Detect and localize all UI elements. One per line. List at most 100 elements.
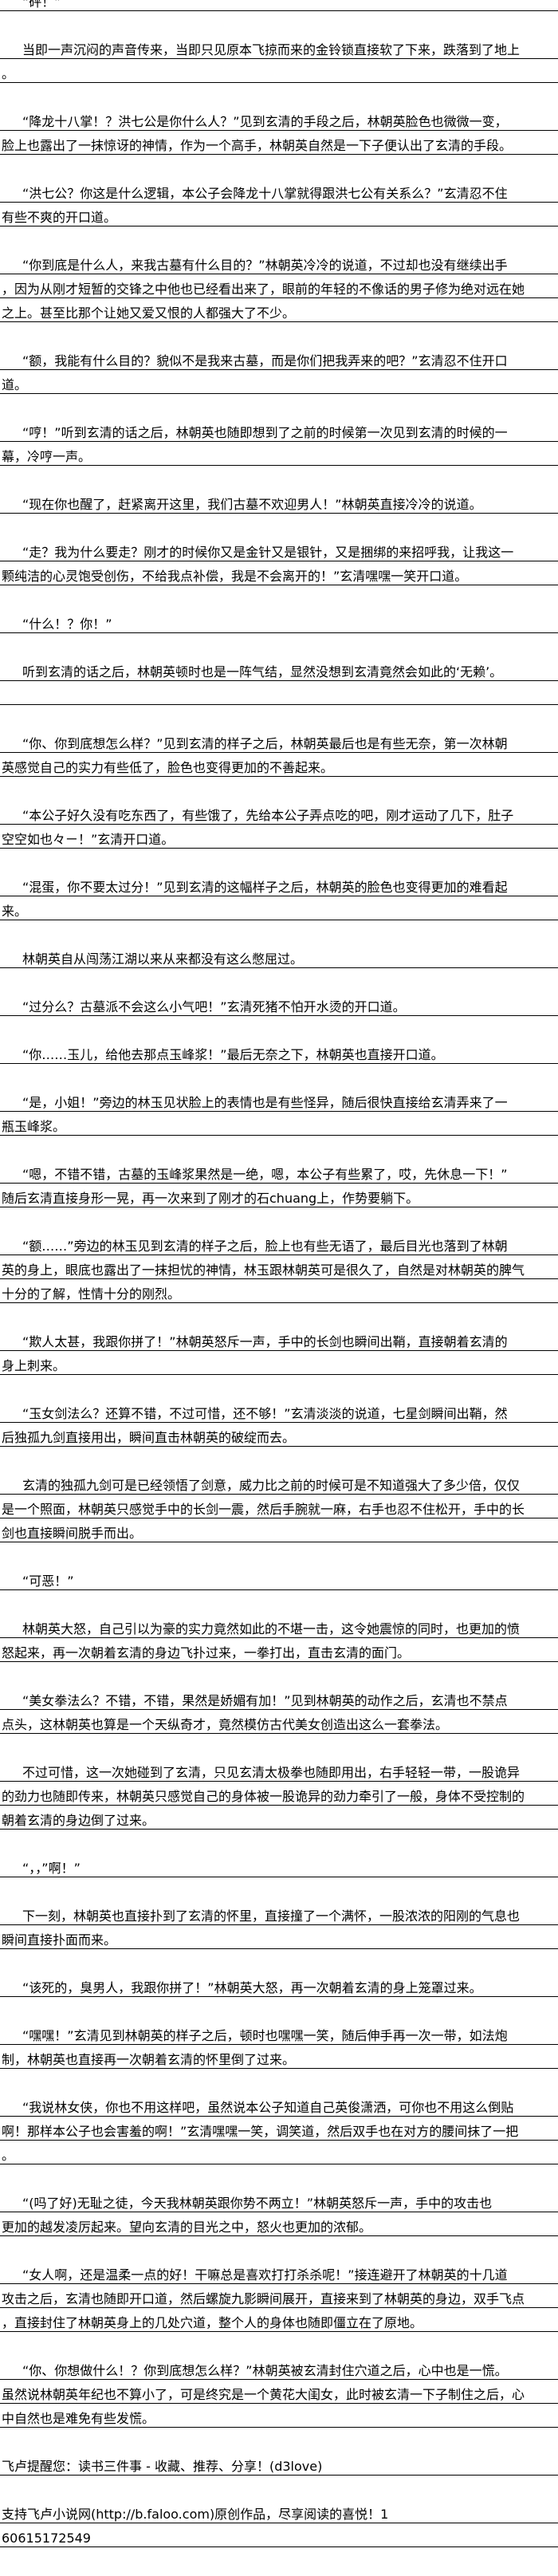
text-line: 之上。甚至比那个让她又爱又恨的人都强大了不少。 <box>0 298 558 322</box>
paragraph: “该死的，臭男人，我跟你拼了！”林朝英大怒，再一次朝着玄清的身上笼罩过来。 <box>0 1973 558 1997</box>
line-text: 的劲力也随即传来，林朝英只感觉自己的身体被一股诡异的劲力牵引了一般，身体不受控制… <box>2 1789 525 1804</box>
paragraph: “你……玉儿，给他去那点玉峰浆！”最后无奈之下，林朝英也直接开口道。 <box>0 1040 558 1064</box>
paragraph-gap <box>0 1447 558 1471</box>
line-text: 身上刺来。 <box>2 1358 66 1373</box>
line-text: “嘿嘿！”玄清见到林朝英的样子之后，顿时也嘿嘿一笑，随后伸手再一次一带，如法炮 <box>22 2028 508 2043</box>
line-text: “，，”啊！” <box>22 1861 81 1876</box>
line-text: 林朝英自从闯荡江湖以来从来都没有这么憋屈过。 <box>22 951 304 967</box>
paragraph-gap <box>0 322 558 346</box>
line-text: 啊！那样本公子也会害羞的啊！”玄清嘿嘿一笑，调笑道，然后双手也在对方的腰间抹了一… <box>2 2124 519 2139</box>
line-text: “砰！” <box>22 0 61 10</box>
line-text: 玄清的独孤九剑可是已经领悟了剑意，威力比之前的时候可是不知道强大了多少倍，仅仅 <box>22 1478 521 1493</box>
text-line: 脸上也露出了一抹惊讶的神情，作为一个高手，林朝英自然是一下子便认出了玄清的手段。 <box>0 131 558 155</box>
text-line: 飞卢提醒您：读书三件事 - 收藏、推荐、分享！(d3love) <box>0 2452 558 2476</box>
text-line: 。 <box>0 2141 558 2164</box>
paragraph-gap <box>0 2332 558 2356</box>
paragraph-gap <box>0 394 558 418</box>
paragraph-gap <box>0 2428 558 2452</box>
line-text: 虽然说林朝英年纪也不算小了，可是终究是一个黄花大闺女，此时被玄清一下子制住之后，… <box>2 2387 525 2402</box>
paragraph-gap <box>0 1830 558 1853</box>
paragraph: “洪七公？你这是什么逻辑，本公子会降龙十八掌就得跟洪七公有关系么？”玄清忍不住有… <box>0 179 558 226</box>
line-text: 朝着玄清的身边倒了过来。 <box>2 1813 155 1828</box>
paragraph: 下一刻，林朝英也直接扑到了玄清的怀里，直接撞了一个满怀，一股浓浓的阳刚的气息也瞬… <box>0 1901 558 1949</box>
paragraph-gap <box>0 705 558 729</box>
line-text: “女人啊，还是温柔一点的好！干嘛总是喜欢打打杀杀呢！”接连避开了林朝英的十几道 <box>22 2267 508 2283</box>
paragraph-gap <box>0 1949 558 1973</box>
paragraph: “过分么？古墓派不会这么小气吧！”玄清死猪不怕开水烫的开口道。 <box>0 992 558 1016</box>
line-text: “你、你想做什么！？你到底想怎么样？”林朝英被玄清封住穴道之后，心中也是一慌。 <box>22 2363 508 2378</box>
text-line: “美女拳法么？不错，不错，果然是娇媚有加！”见到林朝英的动作之后，玄清也不禁点 <box>0 1686 558 1710</box>
line-text: “降龙十八掌！？洪七公是你什么人？”见到玄清的手段之后，林朝英脸色也微微一变， <box>22 114 508 129</box>
line-text: 空空如也々ㄧ！”玄清开口道。 <box>2 832 175 847</box>
line-text: “哼！”听到玄清的话之后，林朝英也随即想到了之前的时候第一次见到玄清的时候的一 <box>22 425 508 440</box>
paragraph: “女人啊，还是温柔一点的好！干嘛总是喜欢打打杀杀呢！”接连避开了林朝英的十几道攻… <box>0 2260 558 2332</box>
line-text: “什么！？你！” <box>22 616 112 632</box>
text-line: “你到底是什么人，来我古墓有什么目的？”林朝英冷冷的说道，不过却也没有继续出手 <box>0 250 558 274</box>
paragraph-gap <box>0 1662 558 1686</box>
paragraph-gap <box>0 968 558 992</box>
text-line: 更加的越发凌厉起来。望向玄清的目光之中，怒火也更加的浓郁。 <box>0 2212 558 2236</box>
text-line: 幕，冷哼一声。 <box>0 442 558 466</box>
line-text: “嗯，不错不错，古墓的玉峰浆果然是一绝，嗯，本公子有些累了，哎，先休息一下！” <box>22 1167 508 1182</box>
line-text: “现在你也醒了，赶紧离开这里，我们古墓不欢迎男人！”林朝英直接冷冷的说道。 <box>22 497 482 512</box>
paragraph-gap <box>0 1542 558 1566</box>
line-text: “你、你到底想怎么样？”见到玄清的样子之后，林朝英最后也是有些无奈，第一次林朝 <box>22 736 508 751</box>
text-line: 虽然说林朝英年纪也不算小了，可是终究是一个黄花大闺女，此时被玄清一下子制住之后，… <box>0 2380 558 2404</box>
text-line: 道。 <box>0 370 558 394</box>
paragraph: “嗯，不错不错，古墓的玉峰浆果然是一绝，嗯，本公子有些累了，哎，先休息一下！” 随… <box>0 1160 558 1207</box>
text-line: 制，林朝英也直接再一次朝着玄清的怀里倒了过来。 <box>0 2045 558 2069</box>
paragraph-gap <box>0 2236 558 2260</box>
text-line: 来。 <box>0 896 558 920</box>
text-line: “过分么？古墓派不会这么小气吧！”玄清死猪不怕开水烫的开口道。 <box>0 992 558 1016</box>
paragraph: “玉女剑法么？还算不错，不过可惜，还不够！”玄清淡淡的说道，七星剑瞬间出鞘，然后… <box>0 1399 558 1447</box>
paragraph-gap <box>0 920 558 944</box>
line-text: 。 <box>2 66 15 81</box>
text-line: 当即一声沉闷的声音传来，当即只见原本飞掠而来的金铃锁直接软了下来，跌落到了地上 <box>0 35 558 59</box>
paragraph-gap <box>0 585 558 609</box>
line-text: 瓶玉峰浆。 <box>2 1119 66 1134</box>
line-text: 有些不爽的开口道。 <box>2 210 117 225</box>
text-line: 林朝英自从闯荡江湖以来从来都没有这么憋屈过。 <box>0 944 558 968</box>
line-text: 英的身上，眼底也露出了一抹担忧的神情，林玉跟林朝英可是很久了，自然是对林朝英的脾… <box>2 1262 525 1278</box>
line-text: “你到底是什么人，来我古墓有什么目的？”林朝英冷冷的说道，不过却也没有继续出手 <box>22 258 508 273</box>
line-text: ，因为从刚才短暂的交锋之中他也已经看出来了，眼前的年轻的不像话的男子修为绝对远在… <box>2 282 525 297</box>
line-text: 不过可惜，这一次她碰到了玄清，只见玄清太极拳也随即用出，右手轻轻一带，一股诡异 <box>22 1765 521 1780</box>
line-text: “额……”旁边的林玉见到玄清的样子之后，脸上也有些无语了，最后目光也落到了林朝 <box>22 1239 508 1254</box>
text-line: 。 <box>0 59 558 83</box>
line-text: 颗纯洁的心灵饱受创伤，不给我点补偿，我是不会离开的！”玄清嘿嘿一笑开口道。 <box>2 569 468 584</box>
line-text: 制，林朝英也直接再一次朝着玄清的怀里倒了过来。 <box>2 2052 296 2067</box>
line-text: “可恶！” <box>22 1574 74 1589</box>
text-line: 剑也直接瞬间脱手而出。 <box>0 1518 558 1542</box>
text-line: 后独孤九剑直接用出，瞬间直击林朝英的破绽而去。 <box>0 1423 558 1447</box>
text-line: “嘿嘿！”玄清见到林朝英的样子之后，顿时也嘿嘿一笑，随后伸手再一次一带，如法炮 <box>0 2021 558 2045</box>
text-line: “我说林女侠，你也不用这样吧，虽然说本公子知道自己英俊潇洒，可你也不用这么倒贴 <box>0 2093 558 2117</box>
line-text: “欺人太甚，我跟你拼了！”林朝英怒斥一声，手中的长剑也瞬间出鞘，直接朝着玄清的 <box>22 1334 508 1349</box>
paragraph-gap <box>0 2476 558 2499</box>
text-line: 颗纯洁的心灵饱受创伤，不给我点补偿，我是不会离开的！”玄清嘿嘿一笑开口道。 <box>0 561 558 585</box>
line-text: 是一个照面，林朝英只感觉手中的长剑一震，然后手腕就一麻，右手也忍不住松开，手中的… <box>2 1502 525 1517</box>
line-text: 后独孤九剑直接用出，瞬间直击林朝英的破绽而去。 <box>2 1430 296 1445</box>
line-text: “该死的，臭男人，我跟你拼了！”林朝英大怒，再一次朝着玄清的身上笼罩过来。 <box>22 1980 482 1995</box>
paragraph: “现在你也醒了，赶紧离开这里，我们古墓不欢迎男人！”林朝英直接冷冷的说道。 <box>0 490 558 514</box>
paragraph: “额，我能有什么目的？貌似不是我来古墓，而是你们把我弄来的吧？”玄清忍不住开口道… <box>0 346 558 394</box>
line-text: 当即一声沉闷的声音传来，当即只见原本飞掠而来的金铃锁直接软了下来，跌落到了地上 <box>22 42 521 57</box>
paragraph-gap <box>0 466 558 490</box>
text-line: “什么！？你！” <box>0 609 558 633</box>
paragraph: “走？我为什么要走？刚才的时候你又是金针又是银针，又是捆绑的来招呼我，让我这一颗… <box>0 538 558 585</box>
text-line <box>0 681 558 705</box>
text-line: 英的身上，眼底也露出了一抹担忧的神情，林玉跟林朝英可是很久了，自然是对林朝英的脾… <box>0 1255 558 1279</box>
paragraph: “可恶！” <box>0 1566 558 1590</box>
text-line: “洪七公？你这是什么逻辑，本公子会降龙十八掌就得跟洪七公有关系么？”玄清忍不住 <box>0 179 558 203</box>
line-text: 听到玄清的话之后，林朝英顿时也是一阵气结，显然没想到玄清竟然会如此的‘无赖’。 <box>22 664 503 679</box>
paragraph: “哼！”听到玄清的话之后，林朝英也随即想到了之前的时候第一次见到玄清的时候的一幕… <box>0 418 558 466</box>
text-line: 随后玄清直接身形一晃，再一次来到了刚才的石chuang上，作势要躺下。 <box>0 1184 558 1207</box>
paragraph-gap <box>0 1303 558 1327</box>
paragraph-gap <box>0 1016 558 1040</box>
paragraph-gap <box>0 1375 558 1399</box>
paragraph-gap <box>0 633 558 657</box>
line-text: “我说林女侠，你也不用这样吧，虽然说本公子知道自己英俊潇洒，可你也不用这么倒贴 <box>22 2100 514 2115</box>
paragraph: “我说林女侠，你也不用这样吧，虽然说本公子知道自己英俊潇洒，可你也不用这么倒贴啊… <box>0 2093 558 2164</box>
paragraph-gap <box>0 1207 558 1231</box>
paragraph: 不过可惜，这一次她碰到了玄清，只见玄清太极拳也随即用出，右手轻轻一带，一股诡异的… <box>0 1758 558 1830</box>
text-line: “你、你想做什么！？你到底想怎么样？”林朝英被玄清封住穴道之后，心中也是一慌。 <box>0 2356 558 2380</box>
